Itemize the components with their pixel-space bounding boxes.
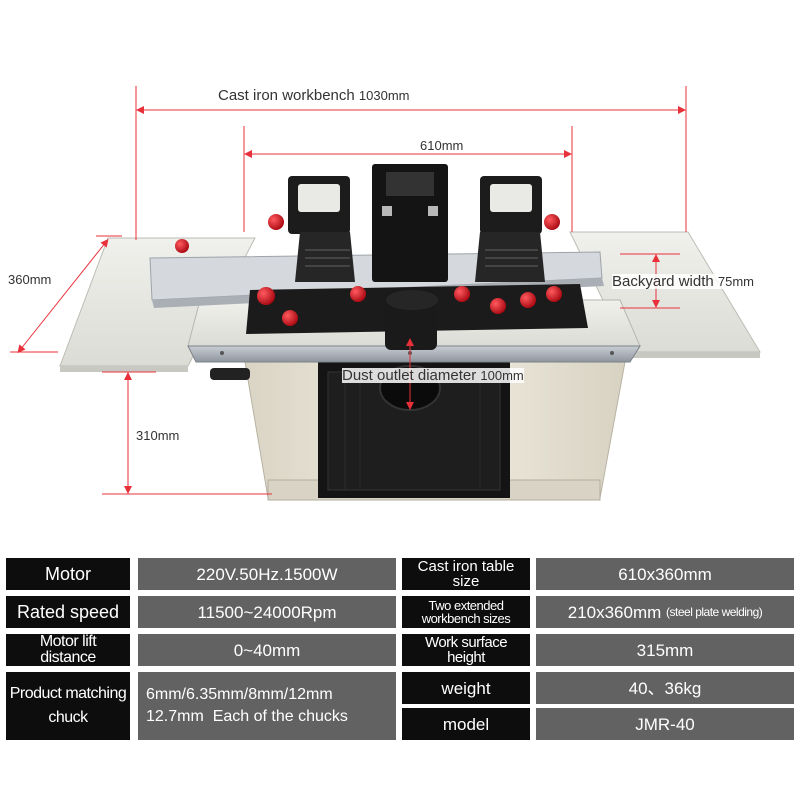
spec-label-weight: weight [402,672,530,704]
spec-value-chuck: 6mm/6.35mm/8mm/12mm 12.7mm Each of the c… [138,672,396,740]
spec-value-lift-distance: 0~40mm [138,634,396,666]
spec-value-extended-sizes: 210x360mm (steel plate welding) [536,596,794,628]
depth-dimension: 360mm [8,272,52,287]
table-width-dimension: 610mm [420,138,464,153]
spec-label-rated-speed: Rated speed [6,596,130,628]
spec-value-weight: 40、36kg [536,672,794,704]
spec-label-chuck: Product matching chuck [6,672,130,740]
spec-label-table-size: Cast iron table size [402,558,530,590]
left-featherboard [288,176,355,282]
backyard-width-dimension: Backyard width 75mm [612,273,755,290]
spec-label-model: model [402,708,530,740]
router-table-drawing [10,86,761,501]
spec-label-extended-sizes: Two extended workbench sizes [402,596,530,628]
dust-outlet-dimension: Dust outlet diameter 100mm [342,367,524,384]
spec-label-motor: Motor [6,558,130,590]
spec-value-work-height: 315mm [536,634,794,666]
spec-label-lift-distance: Motor lift distance [6,634,130,666]
dimension-lines [10,86,687,495]
red-knobs [175,214,562,326]
right-featherboard [475,176,545,282]
product-illustration: Cast iron workbench 1030mm 610mm 360mm B… [8,86,761,501]
spec-value-rated-speed: 11500~24000Rpm [138,596,396,628]
spec-value-table-size: 610x360mm [536,558,794,590]
spec-table: Motor 220V.50Hz.1500W Cast iron table si… [0,548,800,800]
spec-value-model: JMR-40 [536,708,794,740]
workbench-dimension-label: Cast iron workbench 1030mm [218,87,410,104]
spec-value-motor: 220V.50Hz.1500W [138,558,396,590]
spec-label-work-height: Work surface height [402,634,530,666]
center-guard [372,164,448,282]
height-dimension: 310mm [136,428,180,443]
